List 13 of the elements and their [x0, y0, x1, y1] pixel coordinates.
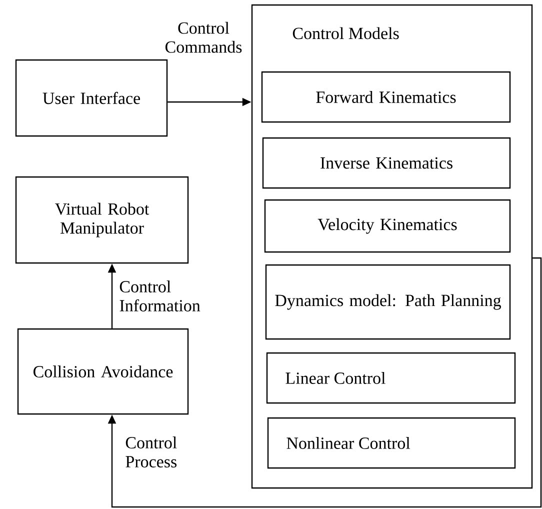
- process-box: Velocity Kinematics: [264, 199, 511, 253]
- edge-label: Control Information: [120, 280, 200, 312]
- process-box: Forward Kinematics: [261, 71, 511, 123]
- process-box: Dynamics model: Path Planning: [265, 264, 511, 340]
- process-box: Virtual Robot Manipulator: [15, 176, 189, 264]
- edge-label: Control Commands: [165, 22, 242, 53]
- process-box: Nonlinear Control: [267, 417, 516, 469]
- process-box: Linear Control: [266, 352, 516, 404]
- process-box: User Interface: [15, 59, 168, 137]
- process-box: Collision Avoidance: [17, 328, 189, 415]
- edge-label: Control Process: [126, 436, 177, 468]
- process-box: Inverse Kinematics: [262, 137, 511, 189]
- arrow: [108, 257, 542, 508]
